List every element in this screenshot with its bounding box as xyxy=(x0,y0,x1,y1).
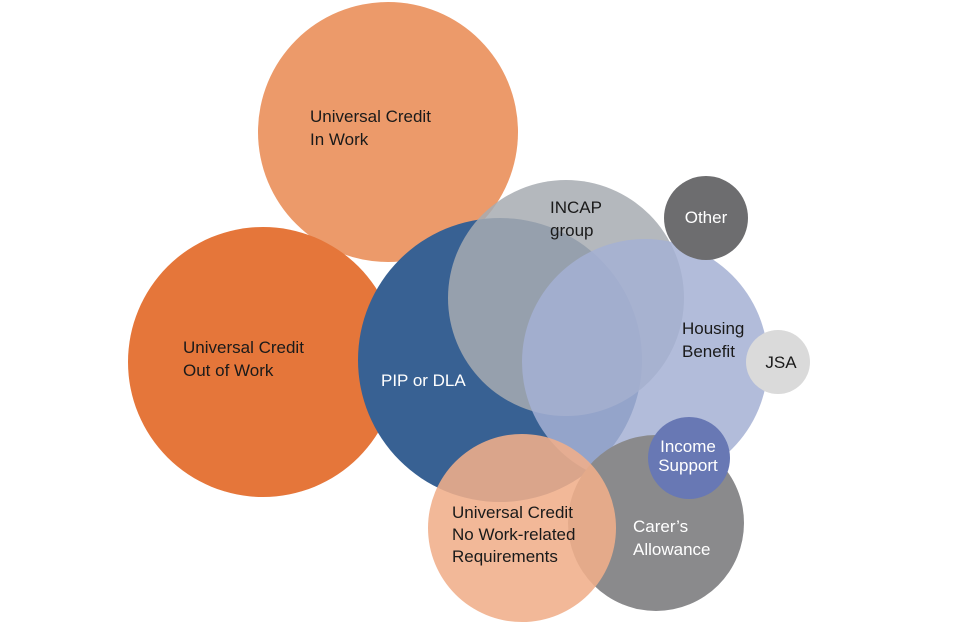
label-line: PIP or DLA xyxy=(381,371,466,390)
label-jsa: JSA xyxy=(765,353,797,372)
label-line: Income xyxy=(660,437,716,456)
label-line: group xyxy=(550,221,593,240)
label-line: Universal Credit xyxy=(183,338,304,357)
bubble-uc-no-work-req xyxy=(428,434,616,622)
label-line: Requirements xyxy=(452,547,558,566)
label-line: Universal Credit xyxy=(310,107,431,126)
label-other: Other xyxy=(685,208,728,227)
bubble-uc-out-of-work xyxy=(128,227,398,497)
label-line: Carer’s xyxy=(633,517,688,536)
label-line: No Work-related xyxy=(452,525,575,544)
bubble-income-support xyxy=(648,417,730,499)
label-uc-in-work: Universal Credit In Work xyxy=(310,107,431,149)
label-line: In Work xyxy=(310,130,369,149)
label-line: Housing xyxy=(682,319,744,338)
bubble-uc-in-work xyxy=(258,2,518,262)
label-pip-dla: PIP or DLA xyxy=(381,371,466,390)
label-line: INCAP xyxy=(550,198,602,217)
bubble-jsa xyxy=(746,330,810,394)
bubble-other xyxy=(664,176,748,260)
label-line: Benefit xyxy=(682,342,735,361)
label-line: Universal Credit xyxy=(452,503,573,522)
label-line: Support xyxy=(658,456,718,475)
label-incap: INCAP group xyxy=(550,198,602,240)
label-line: Other xyxy=(685,208,728,227)
label-line: Out of Work xyxy=(183,361,274,380)
label-line: JSA xyxy=(765,353,797,372)
label-line: Allowance xyxy=(633,540,711,559)
